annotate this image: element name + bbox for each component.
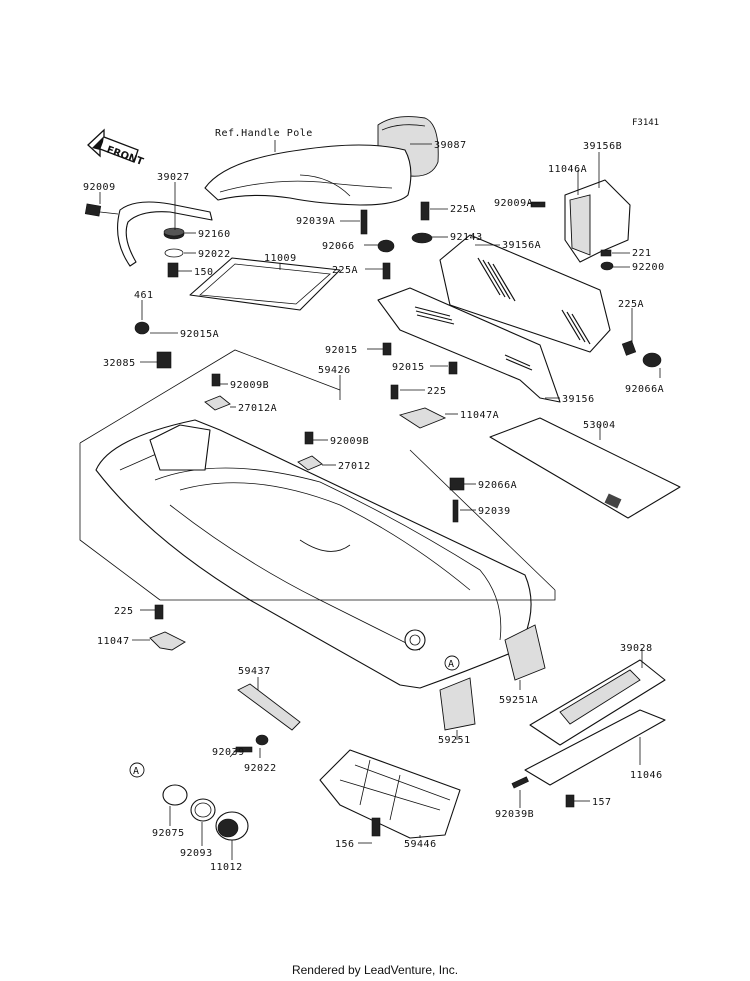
label-92022-a: 92022 xyxy=(198,249,231,260)
label-156: 156 xyxy=(335,839,355,850)
label-92039A: 92039A xyxy=(296,216,335,227)
grab-handle xyxy=(84,201,213,267)
storage-cover xyxy=(489,417,681,519)
label-59437: 59437 xyxy=(238,666,271,677)
label-92009A: 92009A xyxy=(494,198,533,209)
label-39156B: 39156B xyxy=(583,141,622,152)
rub-strip xyxy=(237,683,301,731)
footer-credit: Rendered by LeadVenture, Inc. xyxy=(291,963,459,977)
label-11047A: 11047A xyxy=(460,410,499,421)
label-27012A: 27012A xyxy=(238,403,277,414)
handle-pole-cover xyxy=(204,140,412,206)
label-39156: 39156 xyxy=(562,394,595,405)
label-39087: 39087 xyxy=(434,140,467,151)
label-157: 157 xyxy=(592,797,612,808)
label-150: 150 xyxy=(194,267,214,278)
label-221: 221 xyxy=(632,248,652,259)
label-92075: 92075 xyxy=(152,828,185,839)
ride-plate xyxy=(319,749,461,839)
drain-fittings xyxy=(162,734,575,841)
hull-body xyxy=(95,419,532,689)
label-225-left: 225 xyxy=(114,606,134,617)
mounting-plates xyxy=(204,373,447,471)
label-11046A: 11046A xyxy=(548,164,587,175)
label-92066: 92066 xyxy=(322,241,355,252)
front-arrow: FRONT xyxy=(87,128,145,168)
label-92009: 92009 xyxy=(83,182,116,193)
label-225A-top: 225A xyxy=(450,204,476,215)
label-39028: 39028 xyxy=(620,643,653,654)
leader-lines xyxy=(99,143,661,860)
label-39156A: 39156A xyxy=(502,240,541,251)
callout-a-drain: A xyxy=(129,762,145,778)
svg-text:A: A xyxy=(133,766,140,777)
label-92066A-mid: 92066A xyxy=(478,480,517,491)
side-panel-lower xyxy=(377,287,561,403)
hull-group-box xyxy=(79,349,556,601)
label-92200: 92200 xyxy=(632,262,665,273)
label-59426: 59426 xyxy=(318,365,351,376)
label-92015-a: 92015 xyxy=(325,345,358,356)
handle-washers xyxy=(163,227,185,278)
ref-handle-pole-label: Ref.Handle Pole xyxy=(215,128,313,139)
label-27012: 27012 xyxy=(338,461,371,472)
svg-text:A: A xyxy=(448,659,455,670)
figure-code: F3141 xyxy=(632,118,659,128)
label-59251A: 59251A xyxy=(499,695,538,706)
label-92039B: 92039B xyxy=(495,809,534,820)
footwell-mats xyxy=(524,659,666,786)
label-92015A: 92015A xyxy=(180,329,219,340)
label-461: 461 xyxy=(134,290,154,301)
left-bracket xyxy=(149,604,186,651)
label-92066A: 92066A xyxy=(625,384,664,395)
label-92009B-mid: 92009B xyxy=(330,436,369,447)
label-225-mid: 225 xyxy=(427,386,447,397)
rear-bracket xyxy=(564,179,631,263)
label-92022-b: 92022 xyxy=(244,763,277,774)
label-59251: 59251 xyxy=(438,735,471,746)
label-92160: 92160 xyxy=(198,229,231,240)
label-92009B-top: 92009B xyxy=(230,380,269,391)
hatch-gasket xyxy=(189,257,341,311)
label-11009: 11009 xyxy=(264,253,297,264)
label-11012: 11012 xyxy=(210,862,243,873)
label-225A-mid: 225A xyxy=(332,265,358,276)
label-32085: 32085 xyxy=(103,358,136,369)
label-11046: 11046 xyxy=(630,770,663,781)
label-53004: 53004 xyxy=(583,420,616,431)
label-92039-low: 92039 xyxy=(212,747,245,758)
label-92015-b: 92015 xyxy=(392,362,425,373)
intake-guards xyxy=(439,624,546,731)
label-92093: 92093 xyxy=(180,848,213,859)
label-59446: 59446 xyxy=(404,839,437,850)
label-225A-right: 225A xyxy=(618,299,644,310)
part-labels: 39087 39156B 11046A 92009A 221 92200 390… xyxy=(83,140,665,873)
label-11047: 11047 xyxy=(97,636,130,647)
callout-a-hull: A xyxy=(444,655,460,671)
label-92039: 92039 xyxy=(478,506,511,517)
label-39027: 39027 xyxy=(157,172,190,183)
label-92143: 92143 xyxy=(450,232,483,243)
